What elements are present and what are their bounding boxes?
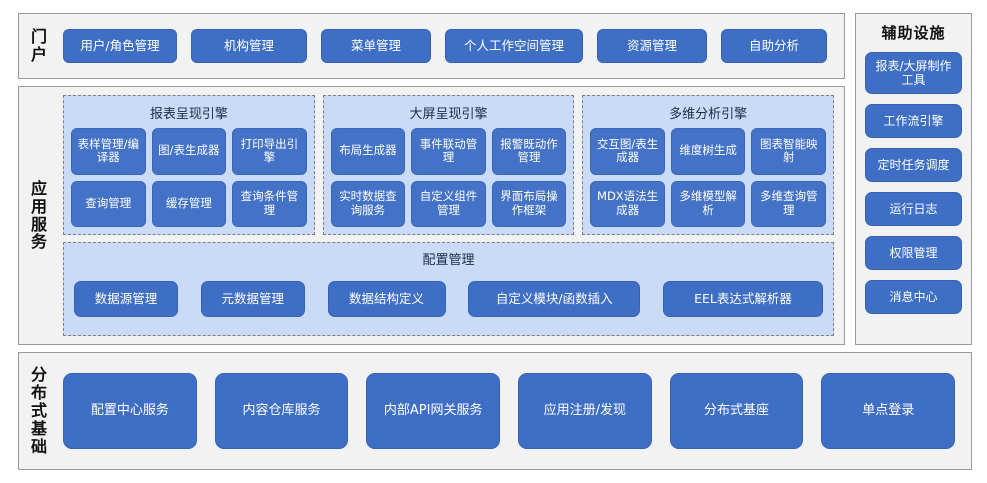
- engine-item-interactive-chart-table-generator[interactable]: 交互图/表生成器: [590, 128, 665, 175]
- portal-item-self-service-analysis[interactable]: 自助分析: [721, 29, 827, 63]
- engine-group-bigscreen-rendering: 大屏呈现引擎 布局生成器 事件联动管理 报警既动作管理 实时数据查询服务 自定义…: [322, 95, 575, 235]
- config-item-eel-expression-parser[interactable]: EEL表达式解析器: [663, 281, 823, 317]
- engine-grid-report-rendering: 表样管理/编译器 图/表生成器 打印导出引擎 查询管理 缓存管理 查询条件管理: [71, 128, 307, 227]
- distributed-item-distributed-foundation[interactable]: 分布式基座: [669, 373, 804, 449]
- distributed-item-content-repository-service[interactable]: 内容仓库服务: [214, 373, 349, 449]
- engine-item-chart-smart-mapping[interactable]: 图表智能映射: [751, 128, 826, 175]
- engine-title-multidim-analysis: 多维分析引擎: [669, 107, 748, 122]
- engine-item-ui-layout-operation-framework[interactable]: 界面布局操作框架: [491, 180, 567, 227]
- config-item-datasource-management[interactable]: 数据源管理: [74, 281, 178, 317]
- engine-item-multidim-query-management[interactable]: 多维查询管理: [751, 180, 826, 227]
- engine-item-alarm-action-management[interactable]: 报警既动作管理: [491, 128, 567, 175]
- engine-item-dimension-tree-generation[interactable]: 维度树生成: [670, 128, 746, 175]
- application-services-panel-label: 应用服务: [19, 87, 59, 344]
- portal-item-org-management[interactable]: 机构管理: [191, 29, 307, 63]
- distributed-base-panel-label: 分布式基础: [19, 353, 59, 469]
- distributed-item-single-sign-on[interactable]: 单点登录: [821, 373, 956, 449]
- aux-item-permission-management[interactable]: 权限管理: [865, 236, 962, 270]
- portal-panel-label-text: 门户: [30, 27, 47, 64]
- distributed-base-item-row: 配置中心服务 内容仓库服务 内部API网关服务 应用注册/发现 分布式基座 单点…: [59, 353, 971, 469]
- engine-item-cache-management[interactable]: 缓存管理: [151, 180, 227, 227]
- aux-item-runtime-log[interactable]: 运行日志: [865, 192, 962, 226]
- aux-item-message-center[interactable]: 消息中心: [865, 280, 962, 314]
- distributed-item-internal-api-gateway-service[interactable]: 内部API网关服务: [366, 373, 501, 449]
- engine-item-print-export-engine[interactable]: 打印导出引擎: [232, 128, 307, 175]
- aux-item-workflow-engine[interactable]: 工作流引擎: [865, 104, 962, 138]
- config-item-data-structure-definition[interactable]: 数据结构定义: [327, 281, 446, 317]
- config-item-metadata-management[interactable]: 元数据管理: [200, 281, 305, 317]
- portal-item-user-role-management[interactable]: 用户/角色管理: [63, 29, 177, 63]
- config-item-custom-module-function-insert[interactable]: 自定义模块/函数插入: [468, 281, 641, 317]
- engine-grid-bigscreen-rendering: 布局生成器 事件联动管理 报警既动作管理 实时数据查询服务 自定义组件管理 界面…: [330, 128, 567, 227]
- portal-panel: 门户 用户/角色管理 机构管理 菜单管理 个人工作空间管理 资源管理 自助分析: [18, 13, 845, 79]
- engine-item-multidim-model-parsing[interactable]: 多维模型解析: [670, 180, 746, 227]
- aux-facilities-title: 辅助设施: [881, 24, 946, 42]
- engines-row: 报表呈现引擎 表样管理/编译器 图/表生成器 打印导出引擎 查询管理 缓存管理 …: [63, 95, 835, 235]
- portal-panel-label: 门户: [19, 14, 59, 78]
- portal-item-row: 用户/角色管理 机构管理 菜单管理 个人工作空间管理 资源管理 自助分析: [59, 14, 844, 78]
- engine-item-layout-generator[interactable]: 布局生成器: [330, 128, 406, 175]
- engine-item-query-condition-management[interactable]: 查询条件管理: [232, 180, 307, 227]
- application-services-panel-label-text: 应用服务: [30, 178, 47, 252]
- distributed-base-panel-label-text: 分布式基础: [30, 365, 47, 456]
- aux-facilities-panel: 辅助设施 报表/大屏制作工具 工作流引擎 定时任务调度 运行日志 权限管理 消息…: [855, 13, 972, 345]
- distributed-item-app-registration-discovery[interactable]: 应用注册/发现: [518, 373, 652, 449]
- engine-item-event-linkage-management[interactable]: 事件联动管理: [411, 128, 486, 175]
- engine-grid-multidim-analysis: 交互图/表生成器 维度树生成 图表智能映射 MDX语法生成器 多维模型解析 多维…: [590, 128, 826, 227]
- engine-item-chart-table-generator[interactable]: 图/表生成器: [151, 128, 227, 175]
- distributed-base-panel: 分布式基础 配置中心服务 内容仓库服务 内部API网关服务 应用注册/发现 分布…: [18, 352, 972, 470]
- application-services-body: 报表呈现引擎 表样管理/编译器 图/表生成器 打印导出引擎 查询管理 缓存管理 …: [59, 87, 844, 344]
- engine-group-multidim-analysis: 多维分析引擎 交互图/表生成器 维度树生成 图表智能映射 MDX语法生成器 多维…: [582, 95, 835, 235]
- portal-item-resource-management[interactable]: 资源管理: [597, 29, 707, 63]
- config-management-row: 数据源管理 元数据管理 数据结构定义 自定义模块/函数插入 EEL表达式解析器: [74, 273, 823, 327]
- engine-group-report-rendering: 报表呈现引擎 表样管理/编译器 图/表生成器 打印导出引擎 查询管理 缓存管理 …: [63, 95, 315, 235]
- engine-title-bigscreen-rendering: 大屏呈现引擎: [409, 107, 488, 122]
- portal-item-menu-management[interactable]: 菜单管理: [321, 29, 431, 63]
- engine-item-template-management-compiler[interactable]: 表样管理/编译器: [71, 128, 146, 175]
- aux-item-scheduled-task-scheduler[interactable]: 定时任务调度: [865, 148, 962, 182]
- config-management-group: 配置管理 数据源管理 元数据管理 数据结构定义 自定义模块/函数插入 EEL表达…: [63, 242, 834, 336]
- engine-item-query-management[interactable]: 查询管理: [71, 180, 146, 227]
- application-services-panel: 应用服务 报表呈现引擎 表样管理/编译器 图/表生成器 打印导出引擎 查询管理 …: [18, 86, 845, 345]
- config-management-title: 配置管理: [422, 253, 475, 268]
- engine-item-mdx-syntax-generator[interactable]: MDX语法生成器: [590, 180, 665, 227]
- distributed-item-config-center-service[interactable]: 配置中心服务: [63, 373, 197, 449]
- engine-title-report-rendering: 报表呈现引擎: [149, 107, 228, 122]
- portal-item-personal-workspace-management[interactable]: 个人工作空间管理: [445, 29, 583, 63]
- engine-item-realtime-data-query-service[interactable]: 实时数据查询服务: [330, 180, 406, 227]
- engine-item-custom-component-management[interactable]: 自定义组件管理: [411, 180, 486, 227]
- aux-item-report-bigscreen-authoring-tool[interactable]: 报表/大屏制作工具: [865, 52, 962, 94]
